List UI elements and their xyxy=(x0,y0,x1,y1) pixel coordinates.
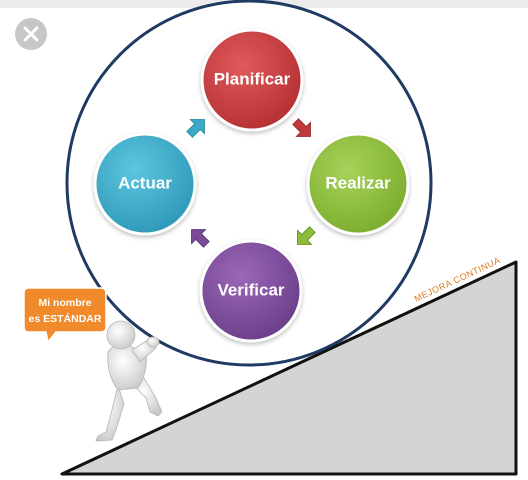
node-planificar-label: Planificar xyxy=(214,69,291,88)
node-planificar: Planificar xyxy=(200,28,304,132)
close-icon xyxy=(23,26,39,42)
node-realizar: Realizar xyxy=(306,132,410,236)
cycle-circle xyxy=(65,0,433,367)
speech-bubble-line2: es ESTÁNDAR xyxy=(29,312,102,325)
node-realizar-label: Realizar xyxy=(325,173,391,192)
speech-bubble-line1: Mi nombre xyxy=(38,297,91,309)
arrow-check-to-act xyxy=(191,229,210,248)
node-actuar-label: Actuar xyxy=(118,173,172,192)
arrow-do-to-check xyxy=(297,226,316,245)
speech-bubble: Mi nombre es ESTÁNDAR xyxy=(23,287,107,344)
node-verificar-label: Verificar xyxy=(217,280,284,299)
close-button[interactable] xyxy=(15,18,47,50)
node-actuar: Actuar xyxy=(93,132,197,236)
pushing-figure xyxy=(95,320,163,442)
node-verificar: Verificar xyxy=(199,239,303,343)
slope-ramp xyxy=(60,260,518,476)
arrow-act-to-plan xyxy=(186,119,205,138)
arrow-plan-to-do xyxy=(292,118,311,137)
